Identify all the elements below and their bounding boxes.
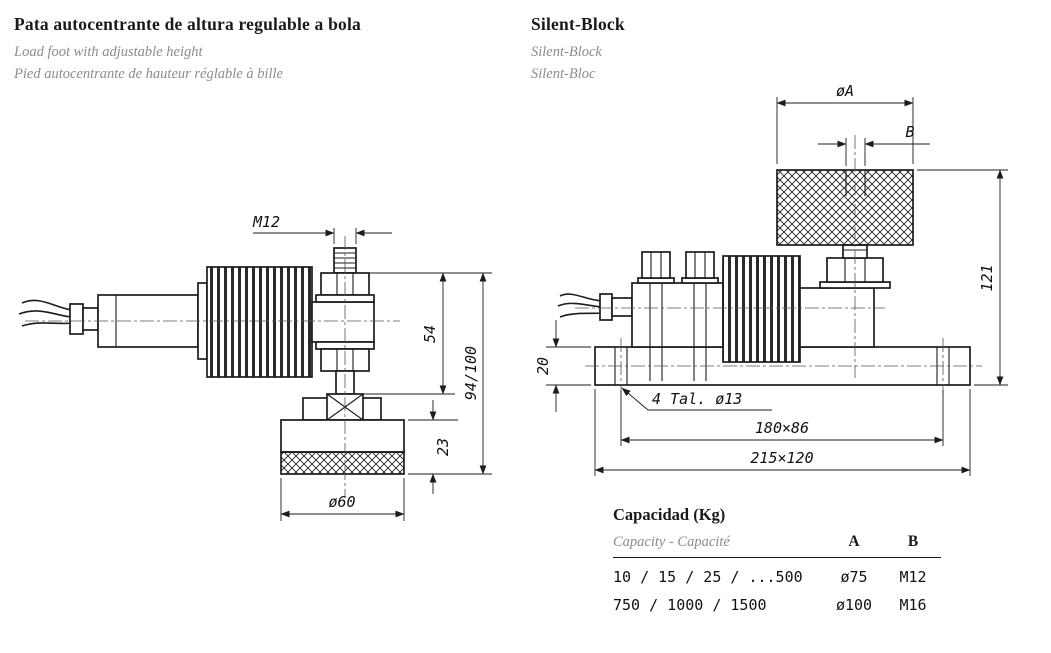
- left-panel-subtitle-fr: Pied autocentrante de hauteur réglable à…: [14, 65, 283, 82]
- capacity-cell: 750 / 1000 / 1500: [613, 596, 767, 614]
- capacity-table-header: Capacity - Capacité A B: [613, 533, 941, 558]
- a-cell: ø75: [840, 568, 868, 586]
- dim-label-54: 54: [421, 325, 439, 343]
- load-cell-body: [631, 251, 875, 381]
- dim-label-94-100: 94/100: [462, 346, 480, 400]
- b-cell: M12: [899, 568, 927, 586]
- bellows: [722, 255, 801, 363]
- right-panel-subtitle-en: Silent-Block: [531, 44, 602, 60]
- table-row: 750 / 1000 / 1500 ø100 M16: [613, 586, 941, 614]
- bellows: [206, 266, 313, 378]
- right-panel-title: Silent-Block: [531, 14, 625, 34]
- dim-label-d60: ø60: [328, 493, 355, 511]
- column-header-b: B: [907, 533, 919, 550]
- dim-label-da: øA: [836, 82, 854, 100]
- cable: [557, 293, 633, 321]
- dim-label-23: 23: [434, 438, 452, 456]
- rubber-pad: [280, 451, 405, 475]
- dim-b: B: [818, 123, 930, 166]
- table-row: 10 / 15 / 25 / ...500 ø75 M12: [613, 558, 941, 586]
- right-panel-header: Silent-Block Silent-Block Silent-Bloc: [531, 14, 625, 86]
- left-panel-header: Pata autocentrante de altura regulable a…: [14, 14, 361, 86]
- dim-94-100: 94/100: [408, 272, 492, 475]
- capacity-cell: 10 / 15 / 25 / ...500: [613, 568, 803, 586]
- right-panel-subtitle-fr: Silent-Bloc: [531, 65, 596, 82]
- dim-20: 20: [534, 320, 591, 412]
- dim-label-121: 121: [978, 264, 996, 291]
- capacity-table-subtitle: Capacity - Capacité: [613, 534, 730, 550]
- dim-121: 121: [917, 169, 1008, 386]
- load-cell-body: [97, 266, 375, 378]
- dim-label-holes: 4 Tal. ø13: [652, 390, 742, 408]
- capacity-table-title: Capacidad (Kg): [613, 505, 726, 524]
- cable: [18, 299, 99, 335]
- dim-180x86: 180×86: [620, 390, 944, 446]
- dim-label-20: 20: [534, 357, 552, 375]
- dim-m12: M12: [252, 213, 392, 244]
- a-cell: ø100: [835, 596, 873, 614]
- dim-d60: ø60: [280, 478, 405, 521]
- dim-label-b: B: [905, 123, 914, 141]
- left-panel-title: Pata autocentrante de altura regulable a…: [14, 14, 361, 34]
- dim-label-215x120: 215×120: [750, 449, 813, 467]
- silent-block-drawing: øA B 121 20 4 Tal. ø1: [534, 82, 1008, 476]
- dim-label-180x86: 180×86: [755, 419, 809, 437]
- capacity-table: Capacidad (Kg) Capacity - Capacité A B 1…: [613, 505, 941, 614]
- dim-215x120: 215×120: [594, 389, 971, 476]
- dim-holes: 4 Tal. ø13: [621, 387, 772, 411]
- dim-da: øA: [776, 82, 914, 164]
- ball-foot: [280, 393, 405, 475]
- dim-label-m12: M12: [252, 213, 280, 231]
- column-header-a: A: [848, 533, 860, 550]
- mounting-bolts: [637, 251, 719, 284]
- b-cell: M16: [899, 596, 927, 614]
- left-panel-subtitle-en: Load foot with adjustable height: [14, 44, 203, 60]
- load-foot-drawing: M12 54 94/100 23 ø60: [18, 213, 492, 521]
- silent-block-rubber: [776, 169, 914, 246]
- dim-23: 23: [408, 400, 458, 494]
- dim-54: 54: [362, 272, 492, 395]
